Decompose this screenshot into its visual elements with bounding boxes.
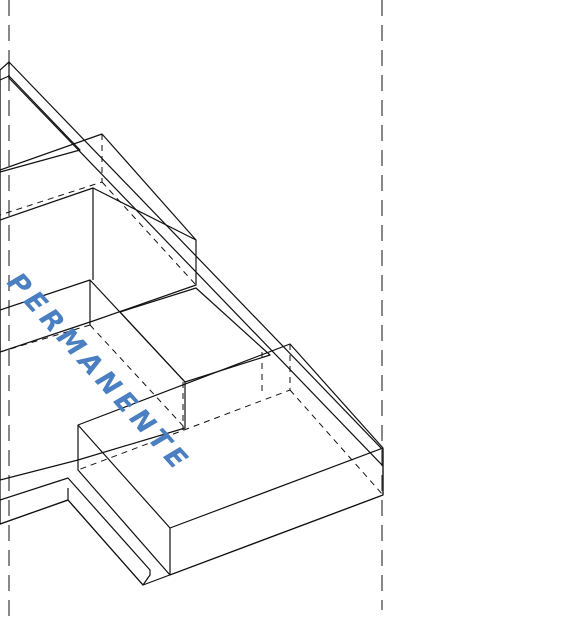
volume-lower-left	[0, 279, 186, 481]
garden-area-top	[0, 75, 81, 173]
volume-lower-right	[77, 343, 384, 576]
garden-area-middle	[119, 287, 271, 383]
volume-upper	[0, 133, 197, 353]
terrace-strip	[0, 477, 151, 586]
